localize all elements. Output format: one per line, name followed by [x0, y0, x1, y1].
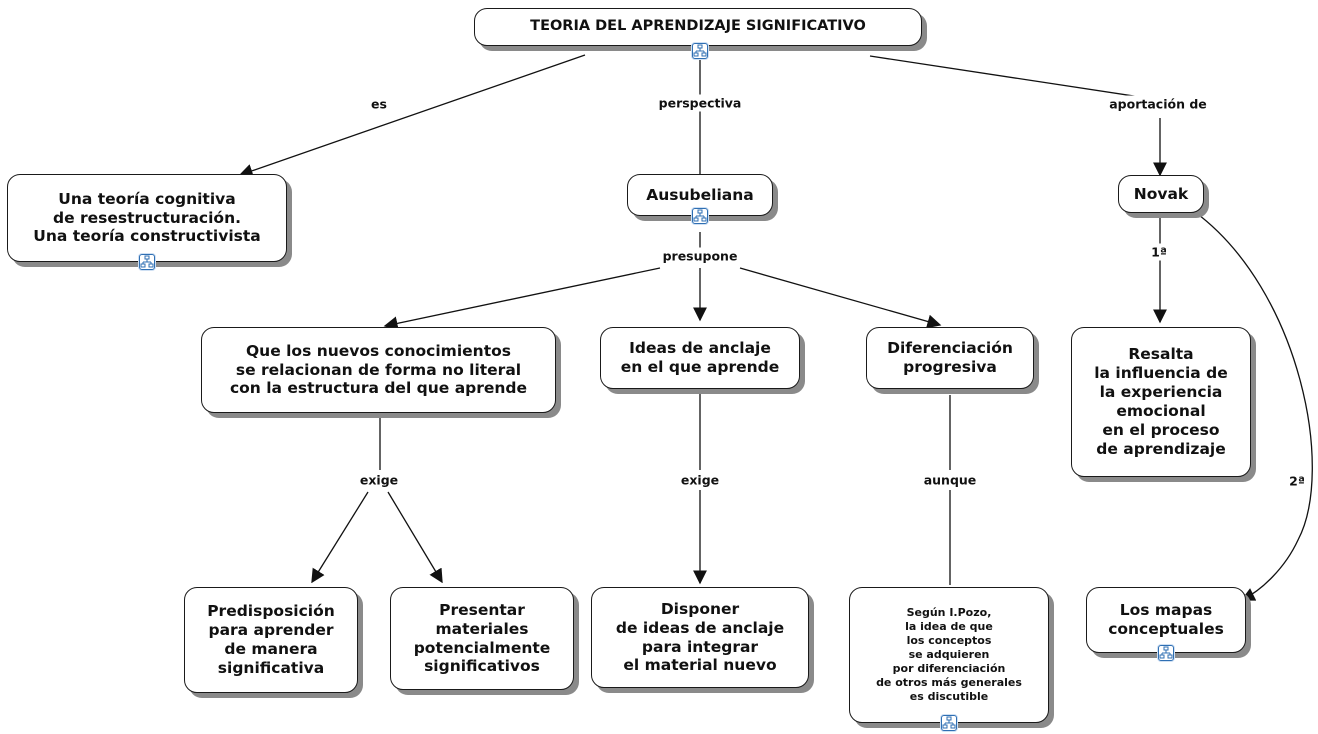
link-segunda-curve — [1194, 211, 1313, 601]
link-exige1-predisposicion — [311, 491, 369, 584]
link-label-es: es — [367, 95, 391, 113]
node-presentar[interactable]: Presentar materiales potencialmente sign… — [390, 587, 574, 690]
link-presupone-diferenciacion — [739, 267, 942, 329]
submap-icon[interactable] — [692, 43, 708, 59]
node-mapas-conceptuales[interactable]: Los mapas conceptuales — [1086, 587, 1246, 653]
link-label-aportacion: aportación de — [1105, 95, 1211, 113]
link-label-perspectiva: perspectiva — [654, 94, 746, 112]
link-aportacion-line-a — [869, 55, 1161, 101]
link-label-primera: 1ª — [1147, 243, 1171, 261]
link-label-segunda: 2ª — [1285, 472, 1309, 490]
node-cognitiva[interactable]: Una teoría cognitiva de resestructuració… — [7, 174, 287, 262]
node-title[interactable]: TEORIA DEL APRENDIZAJE SIGNIFICATIVO — [474, 8, 922, 46]
link-es-line — [238, 54, 586, 178]
node-novak[interactable]: Novak — [1118, 175, 1204, 213]
link-label-exige-1: exige — [355, 471, 403, 489]
submap-icon[interactable] — [1158, 645, 1174, 661]
node-diferenciacion[interactable]: Diferenciación progresiva — [866, 327, 1034, 389]
node-pozo[interactable]: Según I.Pozo, la idea de que los concept… — [849, 587, 1049, 723]
submap-icon[interactable] — [139, 254, 155, 270]
link-label-presupone: presupone — [658, 247, 742, 265]
link-label-aunque: aunque — [919, 471, 981, 489]
node-disponer[interactable]: Disponer de ideas de anclaje para integr… — [591, 587, 809, 688]
node-resalta[interactable]: Resalta la influencia de la experiencia … — [1071, 327, 1251, 477]
link-presupone-nuevos — [383, 267, 661, 331]
submap-icon[interactable] — [941, 715, 957, 731]
node-nuevos-conocimientos[interactable]: Que los nuevos conocimientos se relacion… — [201, 327, 556, 413]
submap-icon[interactable] — [692, 208, 708, 224]
node-ideas-anclaje[interactable]: Ideas de anclaje en el que aprende — [600, 327, 800, 389]
link-label-exige-2: exige — [676, 471, 724, 489]
link-exige1-presentar — [387, 491, 443, 584]
node-predisposicion[interactable]: Predisposición para aprender de manera s… — [184, 587, 358, 693]
